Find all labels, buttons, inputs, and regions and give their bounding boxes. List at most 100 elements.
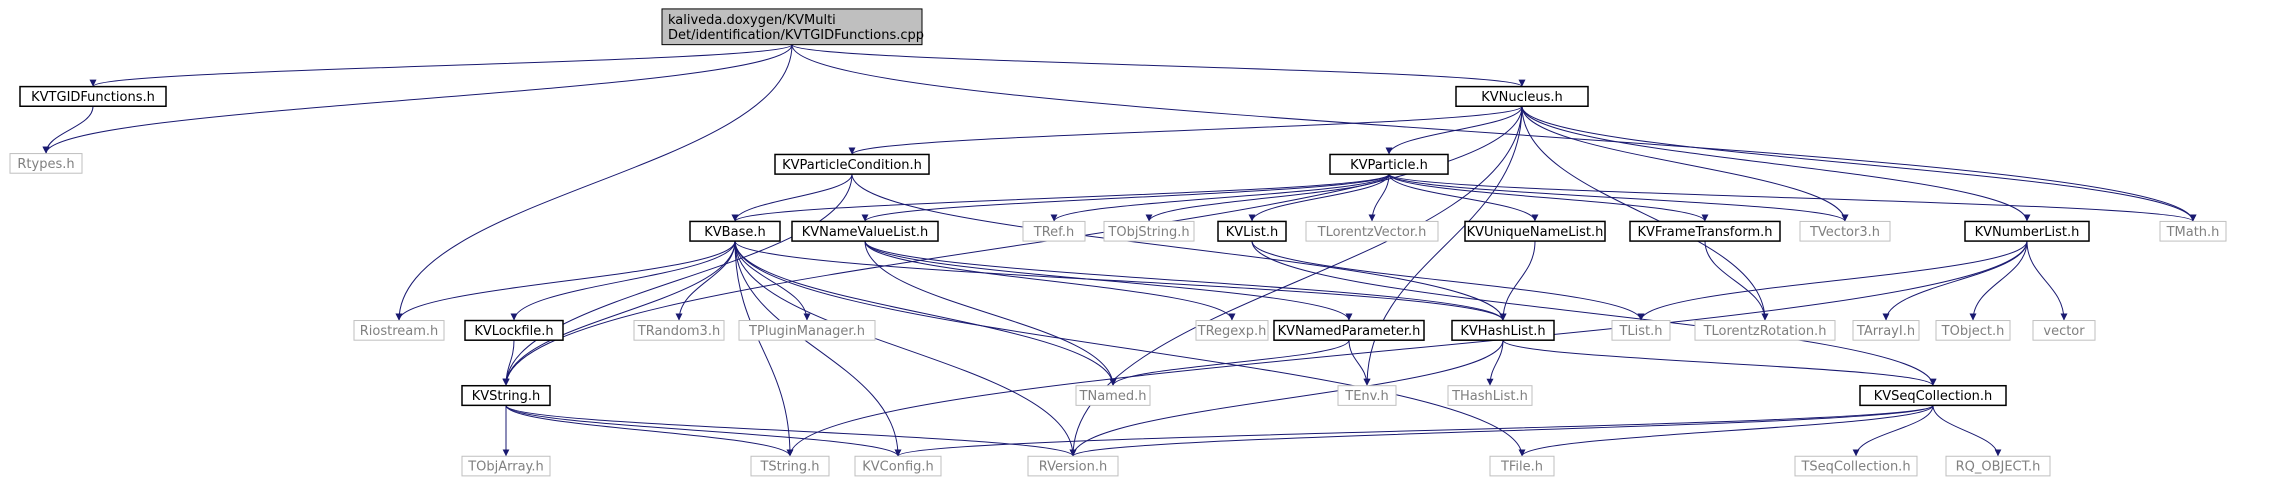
edge-KVNameValueList-to-KVNamedParameter — [864, 240, 1353, 321]
node-TNamed: TNamed.h — [1075, 385, 1151, 406]
node-label-KVNameValueList: KVNameValueList.h — [802, 225, 929, 240]
node-KVFrameTransform[interactable]: KVFrameTransform.h — [1629, 220, 1781, 242]
node-KVParticleCondition[interactable]: KVParticleCondition.h — [774, 153, 930, 175]
node-label-TObjArray: TObjArray.h — [467, 460, 544, 475]
edge-KVParticle-to-KVBase — [731, 173, 1390, 222]
node-label-vector: vector — [2043, 324, 2085, 339]
node-box-KVNucleus — [1455, 85, 1589, 107]
node-label-THashList: THashList.h — [1451, 389, 1528, 404]
node-label-TLorentzRotation: TLorentzRotation.h — [1703, 324, 1827, 339]
node-box-TRef — [1022, 220, 1086, 242]
node-KVList[interactable]: KVList.h — [1217, 220, 1287, 242]
node-box-KVUniqueNameList — [1464, 220, 1606, 242]
node-TMath: TMath.h — [2159, 220, 2227, 242]
edge-KVParticleCondition-to-KVString — [502, 174, 853, 386]
node-TRegexp: TRegexp.h — [1195, 320, 1269, 341]
node-box-KVNamedParameter — [1273, 319, 1425, 341]
node-KVLockfile[interactable]: KVLockfile.h — [464, 319, 564, 341]
node-label-TPluginManager: TPluginManager.h — [748, 324, 865, 339]
node-box-KVList — [1217, 220, 1287, 242]
node-label-RVersion: RVersion.h — [1039, 460, 1108, 475]
node-KVTGIDFunctions[interactable]: KVTGIDFunctions.h — [19, 85, 167, 107]
node-label-KVParticle: KVParticle.h — [1350, 158, 1428, 173]
edge-KVNamedParameter-to-TEnv — [1348, 340, 1371, 386]
node-box-KVNameValueList — [791, 220, 939, 242]
node-label-TMath: TMath.h — [2166, 225, 2220, 240]
edge-KVList-to-TList — [1251, 240, 1645, 321]
edge-KVBase-to-RVersion — [734, 241, 1077, 457]
node-KVUniqueNameList[interactable]: KVUniqueNameList.h — [1464, 220, 1606, 242]
node-TLorentzVector: TLorentzVector.h — [1305, 220, 1439, 242]
node-KVNumberList[interactable]: KVNumberList.h — [1964, 220, 2090, 242]
edge-KVList-to-KVSeqCollection — [1251, 241, 1937, 386]
edge-KVNumberList-to-TObject — [1969, 241, 2028, 321]
edge-root-to-TMath — [791, 44, 2197, 222]
edge-KVBase-to-TString — [734, 241, 794, 457]
edge-KVParticle-to-TVector3 — [1388, 173, 1849, 222]
node-KVBase[interactable]: KVBase.h — [689, 220, 781, 242]
edge-KVBase-to-KVString — [502, 241, 736, 386]
node-RVersion: RVersion.h — [1027, 455, 1119, 477]
edge-KVBase-to-Riostream — [395, 240, 736, 321]
edge-KVBase-to-TFile — [734, 241, 1526, 457]
node-box-KVLockfile — [464, 319, 564, 341]
edge-KVUniqueNameList-to-KVHashList — [1499, 241, 1536, 321]
node-TFile: TFile.h — [1489, 455, 1555, 477]
node-label-TVector3: TVector3.h — [1809, 225, 1880, 240]
edge-KVParticle-to-TMath — [1388, 173, 2197, 222]
edge-KVNucleus-to-KVString — [502, 106, 1523, 386]
edge-root-to-Rtypes — [42, 44, 793, 154]
node-box-KVNumberList — [1964, 220, 2090, 242]
node-box-Rtypes — [9, 153, 83, 174]
edge-KVNameValueList-to-KVHashList — [864, 240, 1507, 321]
node-box-KVTGIDFunctions — [19, 85, 167, 107]
node-label-KVHashList: KVHashList.h — [1460, 324, 1545, 339]
node-KVHashList[interactable]: KVHashList.h — [1451, 319, 1555, 341]
node-KVSeqCollection[interactable]: KVSeqCollection.h — [1859, 384, 2007, 407]
edge-KVNameValueList-to-TRegexp — [864, 240, 1236, 321]
node-TString: TString.h — [750, 455, 830, 477]
node-box-TString — [750, 455, 830, 477]
node-Rtypes: Rtypes.h — [9, 153, 83, 174]
edge-KVSeqCollection-to-TSeqCollection — [1852, 405, 1934, 457]
edge-KVNucleus-to-KVParticleCondition — [848, 105, 1523, 155]
edge-KVSeqCollection-to-RVersion — [1069, 404, 1934, 457]
node-KVNucleus[interactable]: KVNucleus.h — [1455, 85, 1589, 107]
node-KVString[interactable]: KVString.h — [461, 384, 551, 407]
edge-KVLockfile-to-KVString — [502, 340, 515, 386]
node-RQ_OBJECT: RQ_OBJECT.h — [1945, 455, 2051, 477]
node-layer: kaliveda.doxygen/KVMultiDet/identificati… — [9, 8, 2227, 477]
node-label-TRandom3: TRandom3.h — [637, 324, 720, 339]
edge-KVBase-to-KVHashList — [734, 240, 1507, 321]
edge-KVNucleus-to-TEnv — [1363, 106, 1523, 386]
node-box-TSeqCollection — [1794, 455, 1918, 477]
node-box-KVHashList — [1451, 319, 1555, 341]
node-KVParticle[interactable]: KVParticle.h — [1329, 153, 1449, 175]
edge-KVNucleus-to-KVNumberList — [1521, 106, 2031, 222]
edge-KVParticle-to-KVFrameTransform — [1388, 173, 1709, 222]
edge-KVNumberList-to-TString — [786, 241, 2028, 457]
edge-KVParticle-to-KVNameValueList — [861, 173, 1390, 222]
node-label-KVString: KVString.h — [472, 389, 541, 404]
edge-KVBase-to-KVLockfile — [510, 241, 736, 321]
node-label-KVNamedParameter: KVNamedParameter.h — [1278, 324, 1421, 339]
node-label-TObjString: TObjString.h — [1107, 225, 1189, 240]
node-box-KVFrameTransform — [1629, 220, 1781, 242]
node-label-KVUniqueNameList: KVUniqueNameList.h — [1467, 225, 1604, 240]
node-KVNamedParameter[interactable]: KVNamedParameter.h — [1273, 319, 1425, 341]
edge-root-to-KVTGIDFunctions — [89, 44, 793, 88]
edge-KVNucleus-to-TMath — [1521, 106, 2197, 222]
node-label-TString: TString.h — [759, 460, 819, 475]
edge-KVSeqCollection-to-TFile — [1518, 404, 1934, 457]
edge-KVNameValueList-to-TNamed — [864, 241, 1117, 386]
node-TRef: TRef.h — [1022, 220, 1086, 242]
node-KVNameValueList[interactable]: KVNameValueList.h — [791, 220, 939, 242]
node-TList: TList.h — [1611, 320, 1671, 341]
edge-KVString-to-TString — [505, 405, 794, 457]
node-label-KVFrameTransform: KVFrameTransform.h — [1638, 225, 1773, 240]
node-TArrayI: TArrayI.h — [1852, 320, 1920, 341]
edge-KVParticle-to-TObjString — [1145, 173, 1390, 222]
node-box-KVParticleCondition — [774, 153, 930, 175]
edge-KVHashList-to-RVersion — [1069, 340, 1504, 457]
node-TSeqCollection: TSeqCollection.h — [1794, 455, 1918, 477]
